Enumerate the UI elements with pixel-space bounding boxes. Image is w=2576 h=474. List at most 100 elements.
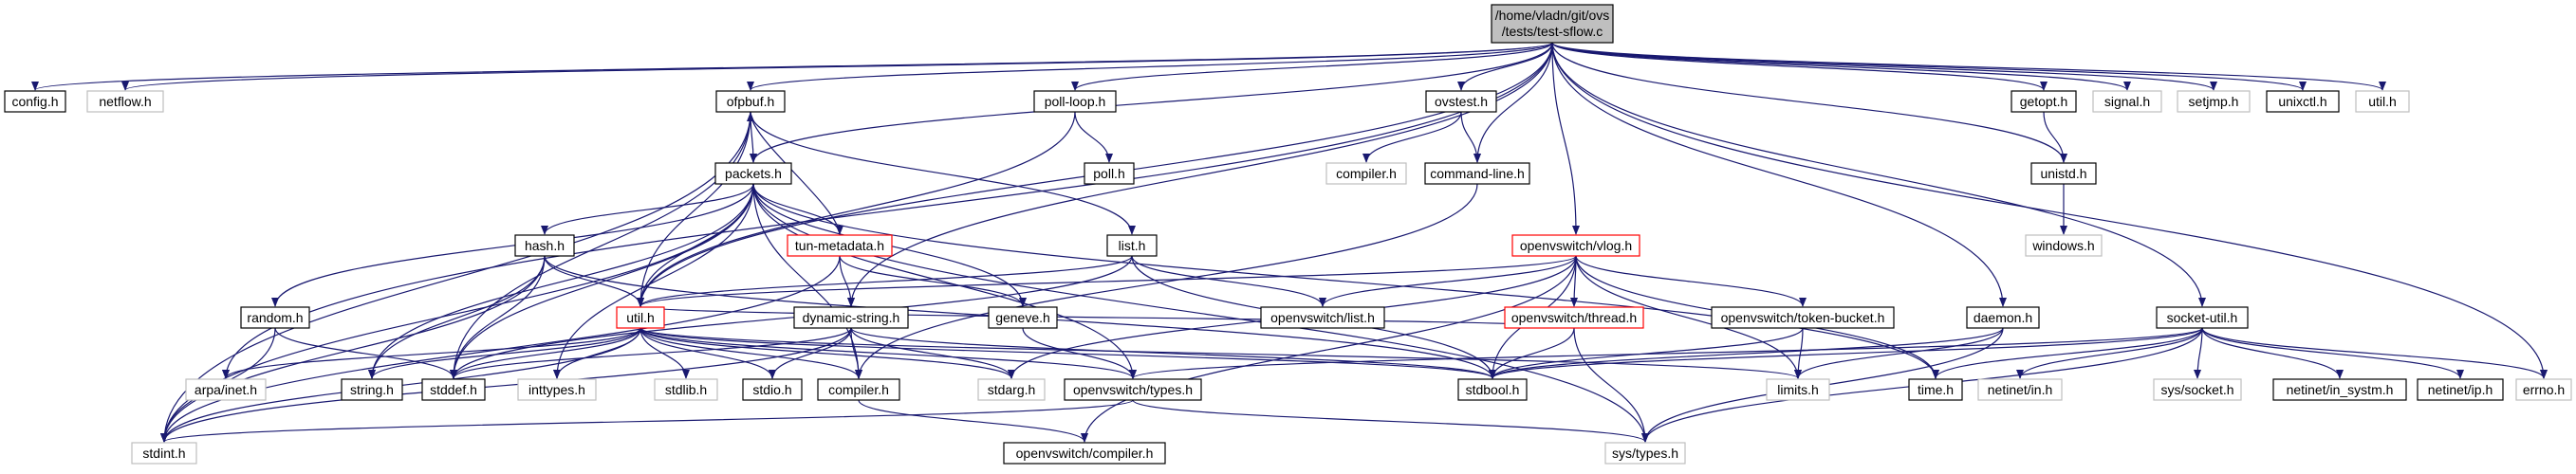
node-label: openvswitch/types.h <box>1073 382 1193 397</box>
edge-packets-to-ovstypes <box>752 183 1137 379</box>
edge-socketutil-to-syssocket <box>2194 327 2203 379</box>
node-label: unistd.h <box>2040 166 2086 181</box>
edge-dynstr-to-stdarg <box>850 327 1015 379</box>
edge-cmdline-to-compiler <box>855 183 1478 379</box>
node-stdbool-h[interactable]: stdbool.h <box>1457 378 1528 401</box>
edge-packets-to-hash <box>541 183 754 235</box>
node-sys-types-h: sys/types.h <box>1604 442 1686 465</box>
node-label: util.h <box>626 310 655 325</box>
edge-root-to-socketutil <box>1551 42 2206 307</box>
node-errno-h: errno.h <box>2515 378 2572 401</box>
edge-root-to-errno <box>1551 42 2548 379</box>
node-label: windows.h <box>2031 238 2094 253</box>
node-sys-socket-h: sys/socket.h <box>2153 378 2242 401</box>
edge-vlog-to-limits <box>1575 255 1802 379</box>
edge-util-to-string <box>368 327 641 379</box>
node-label: stdarg.h <box>988 382 1036 397</box>
node-socket-util-h[interactable]: socket-util.h <box>2156 306 2249 329</box>
node-hash-h[interactable]: hash.h <box>514 234 575 257</box>
node-time-h[interactable]: time.h <box>1908 378 1963 401</box>
node-label: setjmp.h <box>2189 94 2239 109</box>
edge-dynstr-to-stdio <box>769 327 852 379</box>
edge-root-to-netflow <box>121 42 1553 91</box>
node-label: string.h <box>350 382 394 397</box>
node-inttypes-h: inttypes.h <box>517 378 597 401</box>
edge-ovstypes-to-stdint <box>160 399 1134 443</box>
dependency-edges <box>31 42 2548 443</box>
node-openvswitch-token-bucket-h[interactable]: openvswitch/token-bucket.h <box>1711 306 1895 329</box>
edge-socketutil-to-time <box>1932 327 2203 379</box>
node-stdio-h[interactable]: stdio.h <box>742 378 803 401</box>
edge-util-to-limits <box>639 327 1802 379</box>
node-compiler-h[interactable]: compiler.h <box>817 378 900 401</box>
node-poll-h[interactable]: poll.h <box>1084 162 1135 185</box>
node-label: util.h <box>2368 94 2397 109</box>
node-label: stdint.h <box>142 446 185 461</box>
node-stdint-h: stdint.h <box>131 442 197 465</box>
node-stddef-h[interactable]: stddef.h <box>421 378 486 401</box>
edge-dynstr-to-compiler <box>850 327 862 379</box>
node-openvswitch-vlog-h[interactable]: openvswitch/vlog.h <box>1511 234 1640 257</box>
node-dynamic-string-h[interactable]: dynamic-string.h <box>793 306 909 329</box>
node-ovstest-h[interactable]: ovstest.h <box>1425 90 1497 113</box>
edge-hash-to-stdint <box>160 255 546 443</box>
edge-util-to-stddef <box>450 327 641 379</box>
node-label: command-line.h <box>1430 166 1525 181</box>
node-label: openvswitch/compiler.h <box>1016 446 1154 461</box>
edge-socketutil-to-insystm <box>2201 327 2344 379</box>
edge-token-to-limits <box>1794 327 1804 379</box>
node-arpa-inet-h: arpa/inet.h <box>185 378 267 401</box>
edge-packets-to-time <box>752 183 1939 379</box>
edge-root-to-ofpbuf <box>747 42 1553 91</box>
node-openvswitch-types-h[interactable]: openvswitch/types.h <box>1064 378 1202 401</box>
node-label: random.h <box>247 310 303 325</box>
node-netinet-ip-h[interactable]: netinet/ip.h <box>2417 378 2504 401</box>
edge-getopt-to-unistd <box>2043 111 2067 163</box>
edge-root-to-getopt <box>1551 42 2048 91</box>
edge-hash-to-util <box>544 255 644 307</box>
node-ofpbuf-h[interactable]: ofpbuf.h <box>715 90 786 113</box>
node-label: compiler.h <box>1336 166 1397 181</box>
node-signal-h: signal.h <box>2092 90 2162 113</box>
node-list-h[interactable]: list.h <box>1106 234 1158 257</box>
node-util-h[interactable]: util.h <box>616 306 665 329</box>
edge-root-to-daemon <box>1551 42 2007 307</box>
edge-dynstr-to-stddef <box>450 327 852 379</box>
node-compiler-h-system: compiler.h <box>1325 162 1407 185</box>
edge-root-to-packets <box>750 42 1553 163</box>
node-poll-loop-h[interactable]: poll-loop.h <box>1033 90 1117 113</box>
node-daemon-h[interactable]: daemon.h <box>1966 306 2040 329</box>
node-openvswitch-compiler-h[interactable]: openvswitch/compiler.h <box>1003 442 1166 465</box>
node-label: inttypes.h <box>528 382 585 397</box>
edge-list-to-util <box>637 255 1133 307</box>
node-getopt-h[interactable]: getopt.h <box>2011 90 2077 113</box>
node-string-h[interactable]: string.h <box>341 378 403 401</box>
edge-compiler-to-ovscompiler <box>858 399 1088 443</box>
node-windows-h: windows.h <box>2025 234 2103 257</box>
node-command-line-h[interactable]: command-line.h <box>1424 162 1530 185</box>
node-label: time.h <box>1918 382 1954 397</box>
edge-root-to-utilsys <box>1551 42 2386 91</box>
edge-packets-to-stddef <box>450 183 754 379</box>
edge-root-to-cmdline <box>1473 42 1553 163</box>
node-netinet-in-systm-h[interactable]: netinet/in_systm.h <box>2272 378 2407 401</box>
node-random-h[interactable]: random.h <box>240 306 310 329</box>
edge-socketutil-to-ovstypes <box>1129 327 2203 379</box>
edge-thread-to-util <box>637 305 1575 329</box>
node-unixctl-h[interactable]: unixctl.h <box>2266 90 2340 113</box>
node-label: arpa/inet.h <box>195 382 257 397</box>
node-tun-metadata-h[interactable]: tun-metadata.h <box>787 234 893 257</box>
node-unistd-h[interactable]: unistd.h <box>2030 162 2097 185</box>
file-nodes: /home/vladn/git/ovs /tests/test-sflow.c … <box>4 4 2572 465</box>
node-config-h[interactable]: config.h <box>4 90 66 113</box>
node-openvswitch-list-h[interactable]: openvswitch/list.h <box>1260 306 1385 329</box>
node-packets-h[interactable]: packets.h <box>714 162 792 185</box>
edge-socketutil-to-errno <box>2201 327 2548 379</box>
edge-vlog-to-token <box>1575 255 1807 307</box>
edge-util-to-stdbool <box>639 327 1496 379</box>
node-label: netinet/ip.h <box>2428 382 2493 397</box>
edge-util-to-ovstypes <box>639 327 1137 379</box>
node-geneve-h[interactable]: geneve.h <box>988 306 1058 329</box>
node-openvswitch-thread-h[interactable]: openvswitch/thread.h <box>1504 306 1644 329</box>
